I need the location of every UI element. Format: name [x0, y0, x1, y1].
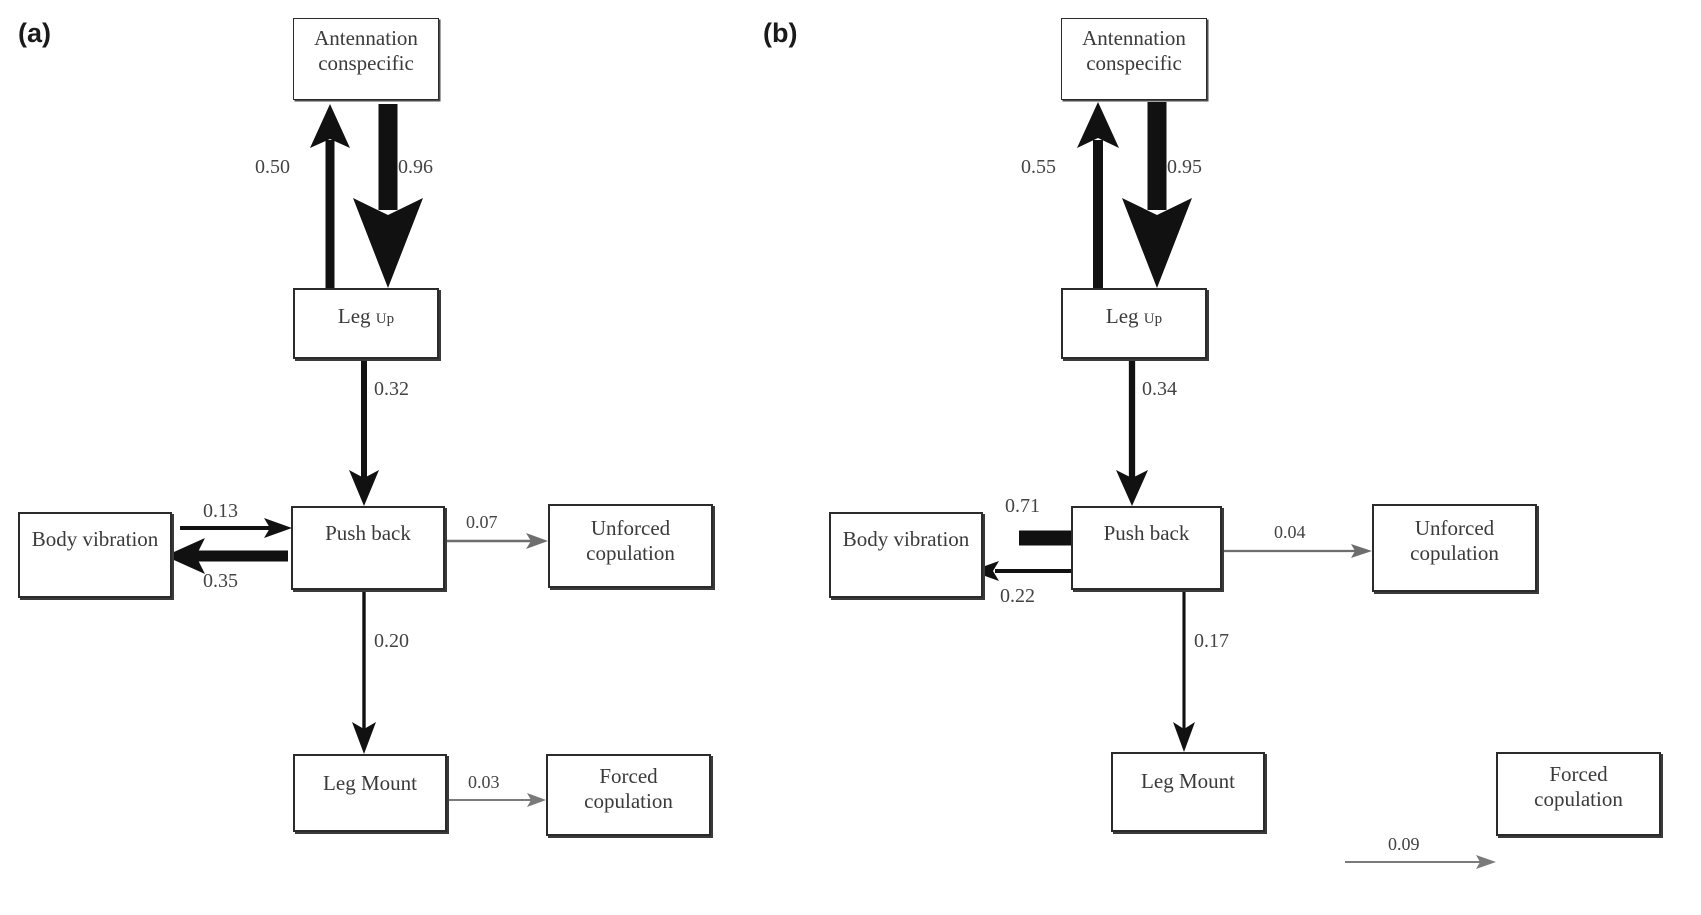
node-b-unforced-copulation[interactable]: Unforced copulation	[1372, 504, 1537, 592]
node-a-unforced-line1: Unforced	[590, 516, 671, 540]
edge-label-a-013: 0.13	[203, 500, 238, 522]
edge-label-b-034: 0.34	[1142, 378, 1177, 400]
node-b-leg-up[interactable]: Leg Up	[1061, 288, 1207, 359]
arrow-b-legmount-to-forced	[1345, 855, 1496, 869]
node-b-antennation-line2: conspecific	[1086, 50, 1182, 75]
node-a-body-vibration-label: Body vibration	[31, 527, 159, 551]
node-a-antennation-line2: conspecific	[318, 50, 414, 75]
edge-label-b-055: 0.55	[1021, 156, 1056, 178]
node-a-leg-mount[interactable]: Leg Mount	[293, 754, 447, 832]
node-a-push-back-label: Push back	[325, 521, 411, 545]
edge-label-a-020: 0.20	[374, 630, 409, 652]
node-b-unforced-line2: copulation	[1410, 540, 1499, 565]
panel-label-a: (a)	[18, 18, 51, 48]
arrow-b-pushback-to-unforced	[1222, 544, 1372, 558]
node-a-unforced-copulation[interactable]: Unforced copulation	[548, 504, 713, 588]
edge-label-a-035: 0.35	[203, 570, 238, 592]
arrow-a-antennation-to-legup	[353, 104, 423, 288]
node-b-unforced-line1: Unforced	[1414, 516, 1495, 540]
node-a-leg-up-label: Leg Up	[337, 304, 395, 328]
node-a-forced-line2: copulation	[584, 788, 673, 813]
node-b-forced-line2: copulation	[1534, 786, 1623, 811]
node-b-body-vibration[interactable]: Body vibration	[829, 512, 983, 598]
edge-label-a-032: 0.32	[374, 378, 409, 400]
arrow-a-pushback-to-bodyvib	[165, 538, 288, 574]
node-b-forced-line1: Forced	[1549, 762, 1608, 786]
node-a-body-vibration[interactable]: Body vibration	[18, 512, 172, 598]
node-b-body-vibration-label: Body vibration	[842, 527, 970, 551]
panel-label-b: (b)	[763, 18, 798, 48]
node-b-leg-up-label: Leg Up	[1105, 304, 1163, 328]
edge-label-b-071: 0.71	[1005, 495, 1040, 517]
edge-label-b-004: 0.04	[1274, 522, 1306, 542]
node-b-forced-copulation[interactable]: Forced copulation	[1496, 752, 1661, 836]
node-b-leg-mount[interactable]: Leg Mount	[1111, 752, 1265, 832]
edge-label-b-095: 0.95	[1167, 156, 1202, 178]
arrow-b-legup-to-antennation	[1077, 102, 1119, 292]
node-b-antennation-conspecific[interactable]: Antennation conspecific	[1061, 18, 1207, 100]
arrow-b-antennation-to-legup	[1122, 102, 1192, 288]
arrow-b-pushback-to-legmount	[1173, 590, 1195, 752]
node-a-leg-up[interactable]: Leg Up	[293, 288, 439, 359]
node-a-leg-mount-label: Leg Mount	[323, 771, 417, 795]
edge-label-b-017: 0.17	[1194, 630, 1229, 652]
node-a-unforced-line2: copulation	[586, 540, 675, 565]
arrow-a-pushback-to-legmount	[352, 590, 376, 754]
edge-label-a-050: 0.50	[255, 156, 290, 178]
arrow-b-pushback-to-bodyvib	[971, 561, 1075, 581]
node-a-forced-line1: Forced	[599, 764, 658, 788]
edge-label-a-007: 0.07	[466, 512, 498, 532]
node-a-forced-copulation[interactable]: Forced copulation	[546, 754, 711, 836]
edge-label-a-096: 0.96	[398, 156, 433, 178]
node-a-push-back[interactable]: Push back	[291, 506, 445, 590]
node-b-push-back-label: Push back	[1103, 521, 1190, 545]
arrow-a-legup-to-antennation	[310, 104, 350, 292]
node-a-antennation-conspecific[interactable]: Antennation conspecific	[293, 18, 439, 100]
edge-label-a-003: 0.03	[468, 772, 500, 792]
node-b-push-back[interactable]: Push back	[1071, 506, 1222, 590]
node-b-antennation-line1: Antennation	[1082, 26, 1186, 50]
edge-label-b-009: 0.09	[1388, 834, 1420, 854]
arrow-a-pushback-to-unforced	[445, 533, 548, 549]
node-b-leg-mount-label: Leg Mount	[1141, 769, 1235, 793]
node-a-antennation-line1: Antennation	[314, 26, 418, 50]
edge-label-b-022: 0.22	[1000, 585, 1035, 607]
arrow-a-legmount-to-forced	[447, 793, 546, 807]
